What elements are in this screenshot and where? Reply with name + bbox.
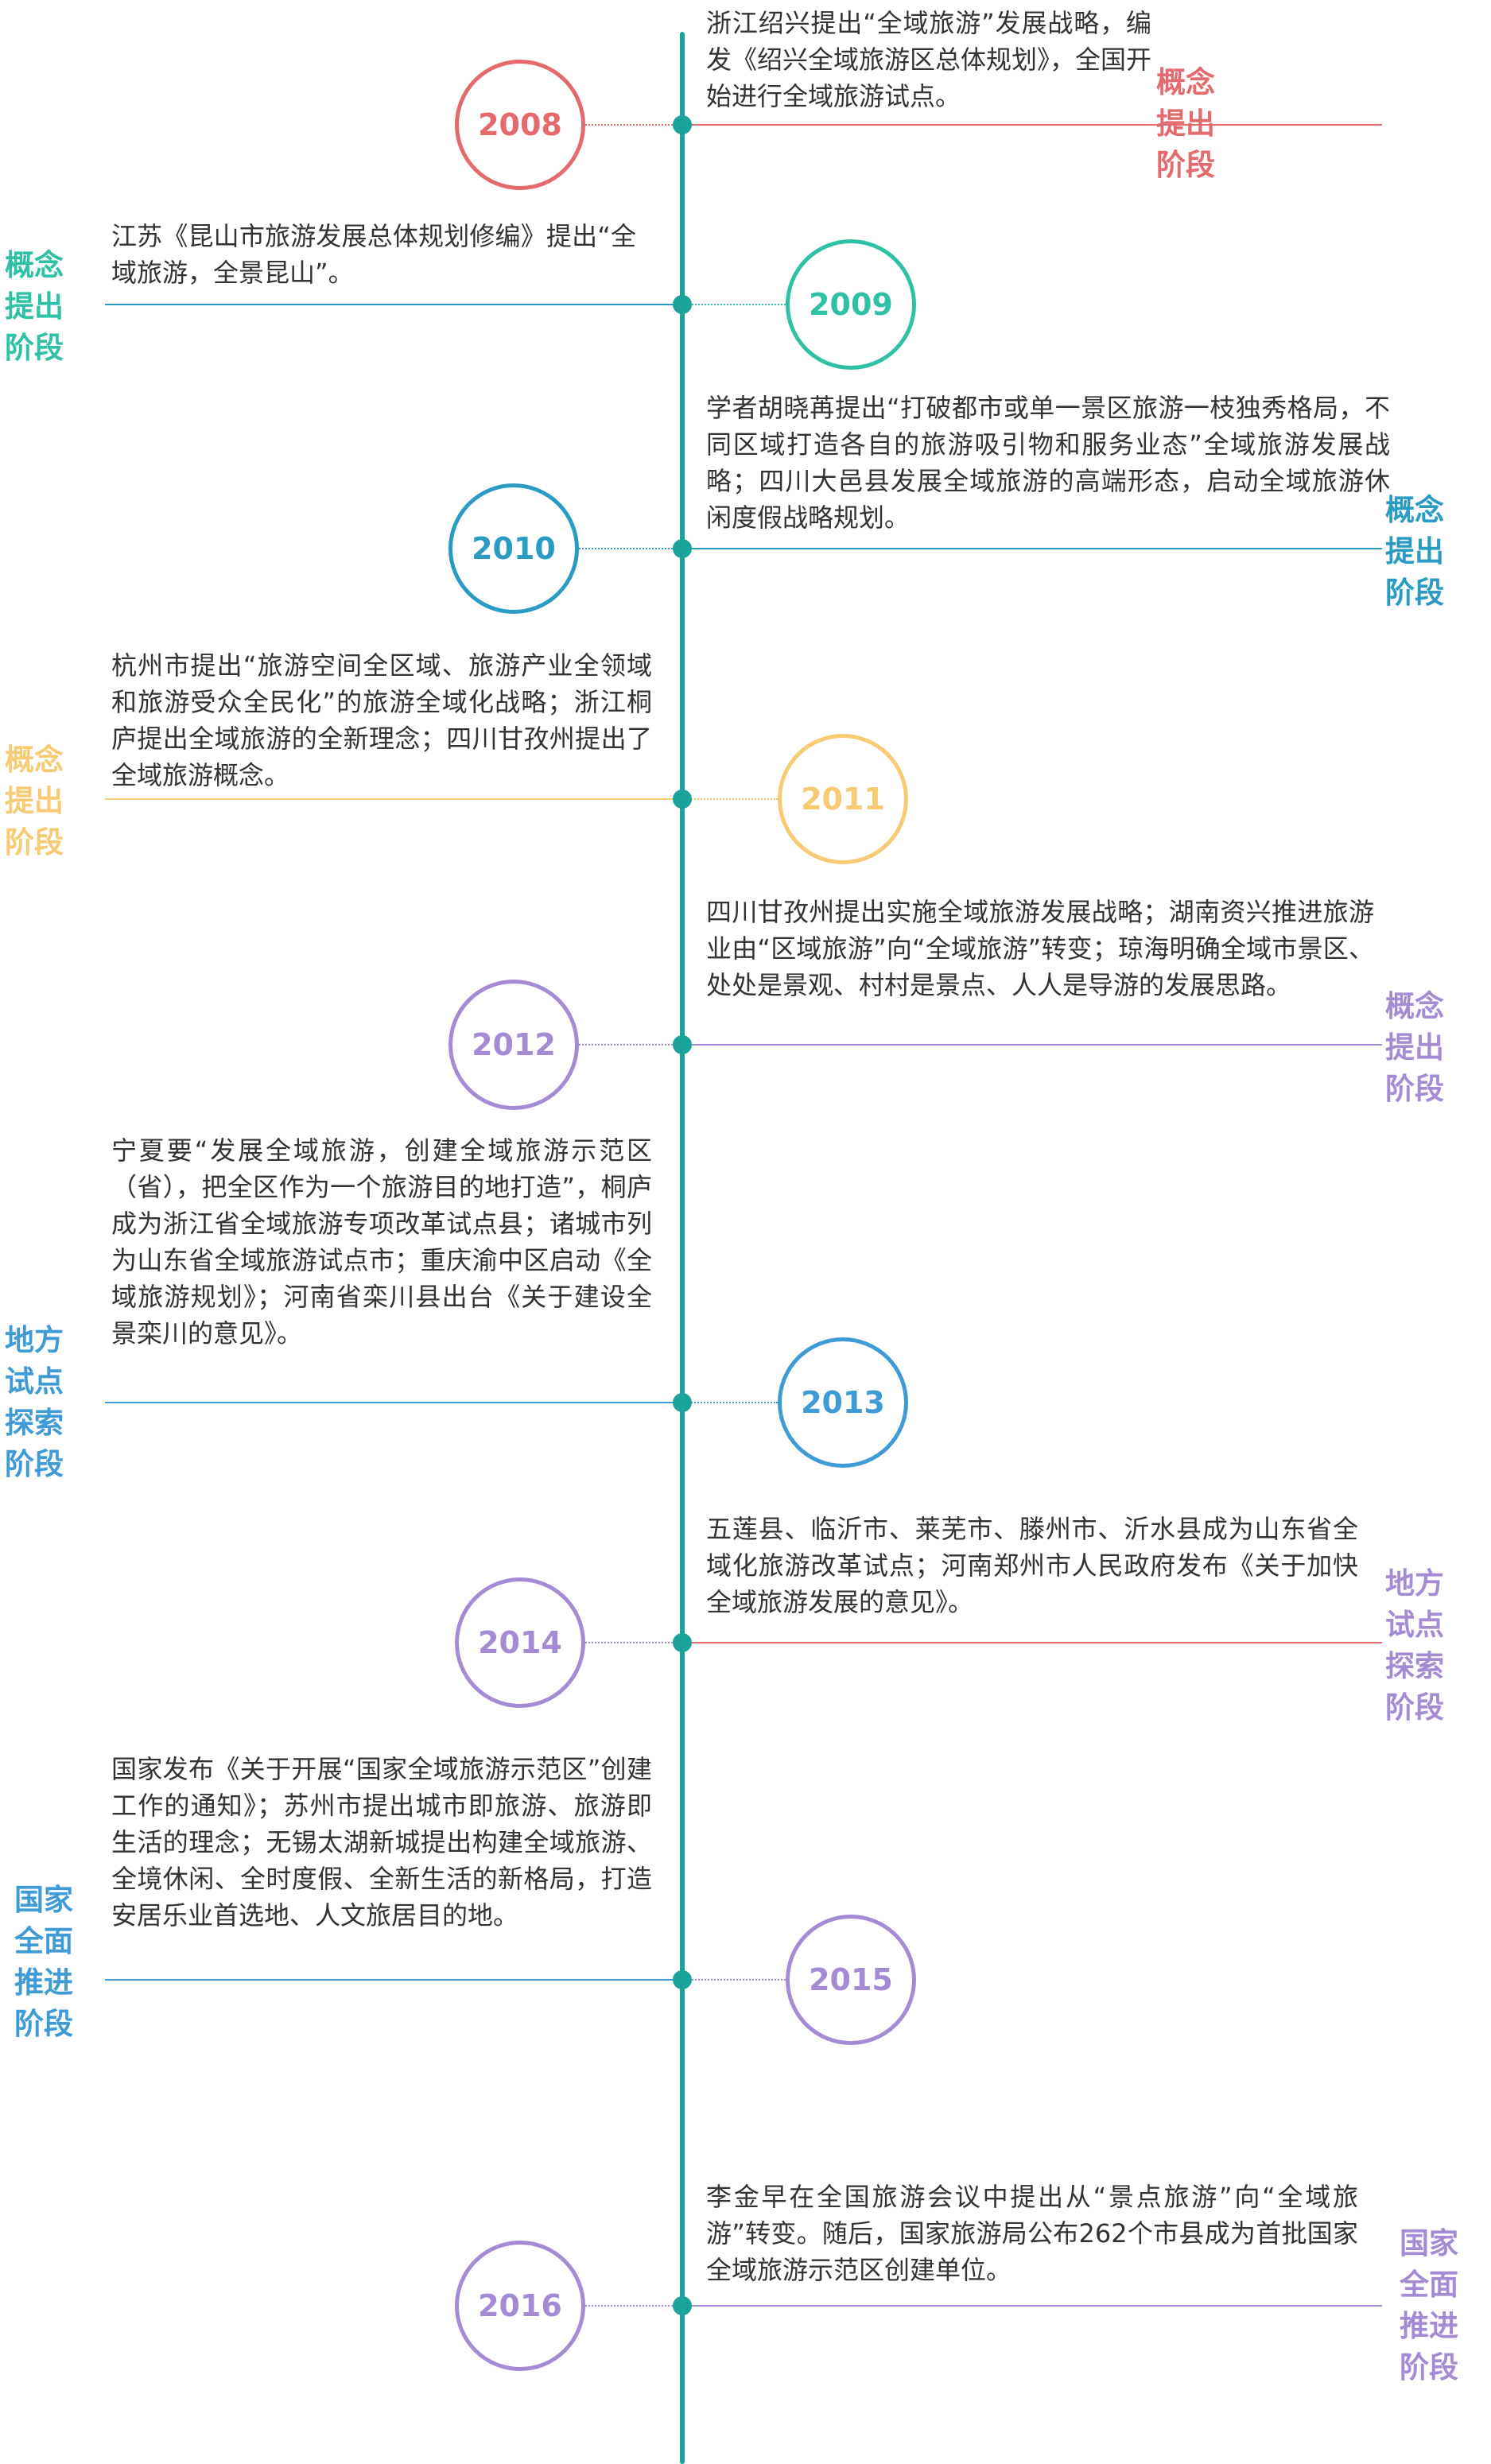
connector-dotted — [682, 1979, 786, 1981]
stage-tag-line: 提出 — [5, 784, 64, 818]
stage-tag-line: 阶段 — [1400, 2350, 1458, 2384]
stage-tag-line: 阶段 — [1156, 148, 1215, 182]
event-description: 浙江绍兴提出“全域旅游”发展战略，编发《绍兴全域旅游区总体规划》，全国开始进行全… — [706, 8, 1152, 111]
axis-dot — [673, 1393, 692, 1412]
stage-tag-line: 推进 — [1400, 2309, 1458, 2343]
stage-tag-line: 全面 — [1400, 2268, 1458, 2302]
connector-dotted — [579, 548, 682, 549]
year-circle: 2015 — [786, 1915, 916, 2045]
stage-tag: 概念提出阶段 — [5, 245, 64, 369]
connector-line — [105, 1979, 682, 1981]
stage-tag-line: 概念 — [5, 248, 64, 282]
year-label: 2010 — [472, 531, 556, 566]
year-label: 2015 — [809, 1962, 893, 1997]
year-circle: 2010 — [448, 483, 579, 614]
axis-dot — [673, 1633, 692, 1652]
stage-tag-line: 提出 — [5, 289, 64, 324]
stage-tag-line: 阶段 — [5, 331, 64, 365]
year-circle: 2014 — [455, 1577, 585, 1708]
stage-tag-line: 概念 — [1156, 65, 1215, 99]
connector-dotted — [585, 1642, 682, 1643]
event-description: 杭州市提出“旅游空间全区域、旅游产业全领域和旅游受众全民化”的旅游全域化战略；浙… — [111, 650, 652, 790]
event-description: 国家发布《关于开展“国家全域旅游示范区”创建工作的通知》；苏州市提出城市即旅游、… — [111, 1754, 652, 1930]
stage-tag-line: 试点 — [5, 1364, 64, 1399]
connector-line — [682, 1044, 1382, 1046]
connector-dotted — [682, 798, 778, 800]
event-description: 五莲县、临沂市、莱芜市、滕州市、沂水县成为山东省全域化旅游改革试点；河南郑州市人… — [706, 1514, 1358, 1617]
connector-dotted — [682, 304, 786, 305]
connector-dotted — [682, 1402, 778, 1403]
year-circle: 2016 — [455, 2241, 585, 2371]
year-circle: 2008 — [455, 60, 585, 190]
event-description: 四川甘孜州提出实施全域旅游发展战略；湖南资兴推进旅游业由“区域旅游”向“全域旅游… — [706, 897, 1374, 1000]
event-description: 学者胡晓苒提出“打破都市或单一景区旅游一枝独秀格局，不同区域打造各自的旅游吸引物… — [706, 393, 1390, 533]
axis-dot — [673, 1970, 692, 1989]
year-label: 2013 — [801, 1385, 885, 1420]
stage-tag: 地方试点探索阶段 — [5, 1320, 64, 1485]
axis-dot — [673, 2296, 692, 2315]
stage-tag-line: 概念 — [5, 743, 64, 777]
event-description: 李金早在全国旅游会议中提出从“景点旅游”向“全域旅游”转变。随后，国家旅游局公布… — [706, 2182, 1358, 2285]
year-circle: 2009 — [786, 239, 916, 370]
connector-line — [682, 2305, 1382, 2307]
stage-tag-line: 探索 — [5, 1406, 64, 1440]
year-circle: 2012 — [448, 980, 579, 1110]
stage-tag-line: 概念 — [1385, 493, 1444, 527]
connector-line — [105, 304, 682, 305]
connector-line — [105, 1402, 682, 1403]
stage-tag: 概念提出阶段 — [1385, 986, 1444, 1110]
stage-tag-line: 全面 — [14, 1924, 73, 1958]
connector-dotted — [579, 1044, 682, 1046]
connector-line — [682, 124, 1382, 126]
year-label: 2011 — [801, 782, 885, 817]
stage-tag: 概念提出阶段 — [1156, 62, 1215, 186]
connector-line — [105, 798, 682, 800]
stage-tag-line: 提出 — [1385, 1030, 1444, 1065]
event-description: 宁夏要“发展全域旅游，创建全域旅游示范区（省），把全区作为一个旅游目的地打造”，… — [111, 1135, 652, 1348]
connector-dotted — [585, 124, 682, 126]
stage-tag-line: 提出 — [1156, 107, 1215, 141]
year-label: 2008 — [478, 107, 562, 142]
stage-tag-line: 地方 — [1385, 1566, 1444, 1601]
axis-dot — [673, 295, 692, 314]
year-label: 2009 — [809, 287, 893, 322]
stage-tag-line: 推进 — [14, 1965, 73, 2000]
timeline-axis — [680, 32, 685, 2464]
year-label: 2016 — [478, 2288, 562, 2323]
stage-tag-line: 国家 — [14, 1883, 73, 1917]
stage-tag: 国家全面推进阶段 — [1400, 2223, 1458, 2388]
axis-dot — [673, 115, 692, 134]
stage-tag-line: 概念 — [1385, 989, 1444, 1023]
stage-tag-line: 国家 — [1400, 2226, 1458, 2260]
stage-tag: 概念提出阶段 — [5, 739, 64, 863]
stage-tag: 地方试点探索阶段 — [1385, 1563, 1444, 1729]
axis-dot — [673, 539, 692, 558]
year-label: 2012 — [472, 1027, 556, 1062]
stage-tag: 概念提出阶段 — [1385, 490, 1444, 614]
event-description: 江苏《昆山市旅游发展总体规划修编》提出“全域旅游，全景昆山”。 — [111, 221, 636, 288]
year-circle: 2013 — [778, 1337, 908, 1468]
year-label: 2014 — [478, 1625, 562, 1660]
axis-dot — [673, 790, 692, 809]
stage-tag: 国家全面推进阶段 — [14, 1880, 73, 2045]
connector-dotted — [585, 2305, 682, 2307]
stage-tag-line: 提出 — [1385, 534, 1444, 568]
axis-dot — [673, 1035, 692, 1054]
stage-tag-line: 阶段 — [14, 2007, 73, 2041]
connector-line — [682, 1642, 1382, 1643]
stage-tag-line: 阶段 — [1385, 1690, 1444, 1725]
connector-line — [682, 548, 1382, 549]
stage-tag-line: 地方 — [5, 1323, 64, 1357]
year-circle: 2011 — [778, 734, 908, 864]
stage-tag-line: 试点 — [1385, 1608, 1444, 1642]
stage-tag-line: 阶段 — [1385, 1072, 1444, 1106]
stage-tag-line: 阶段 — [1385, 576, 1444, 610]
stage-tag-line: 探索 — [1385, 1649, 1444, 1683]
stage-tag-line: 阶段 — [5, 1447, 64, 1481]
stage-tag-line: 阶段 — [5, 825, 64, 859]
